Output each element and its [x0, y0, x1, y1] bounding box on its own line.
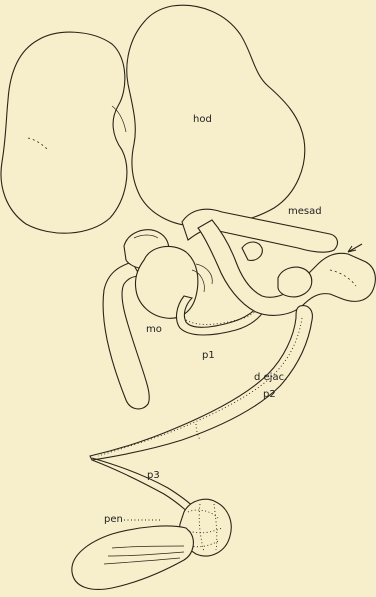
hermaphrodite-gland-hod: [127, 5, 305, 226]
label-mesad: mesad: [288, 206, 322, 217]
label-p1: p1: [202, 350, 215, 361]
label-d-ejac: d ejac.: [254, 372, 287, 383]
label-mo: mo: [146, 324, 162, 335]
hermaphrodite-gland-left-lobe: [1, 32, 127, 233]
mesad-oval-bulb: [278, 267, 312, 297]
label-p2: p2: [263, 389, 276, 400]
arrow-indicator: [348, 244, 362, 252]
label-hod: hod: [193, 114, 212, 125]
penis-pen: [72, 526, 194, 589]
mo-albumen-gland: [135, 246, 197, 318]
duct-swelling: [242, 242, 262, 260]
label-p3: p3: [147, 470, 160, 481]
label-pen: pen: [104, 514, 123, 525]
